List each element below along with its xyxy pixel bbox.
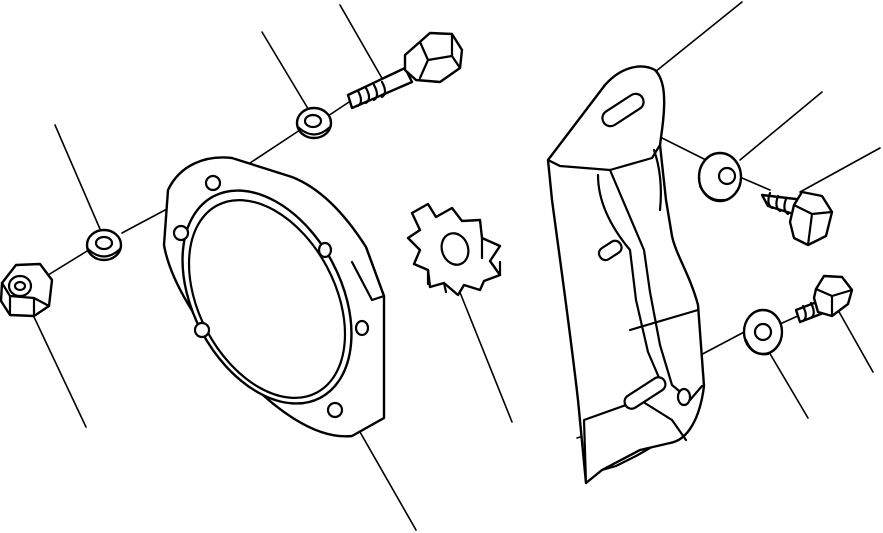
lock-washer-top	[295, 106, 333, 140]
leader-flat-washer-lower	[768, 351, 809, 419]
leader-flat-washer-upper	[739, 91, 823, 161]
lock-washer-left	[85, 228, 123, 262]
axis-plate-to-washer-top	[249, 129, 301, 164]
leader-star-coupling	[454, 279, 513, 423]
leader-gasket-plate	[359, 431, 417, 531]
axis-washer-to-bolt-right	[741, 177, 771, 191]
flat-washer-lower	[742, 308, 784, 356]
leader-mounting-bracket	[654, 1, 743, 73]
bolt-top	[346, 31, 464, 110]
leader-bolt-top	[339, 4, 384, 81]
axis-washer-to-bolt-lower	[779, 314, 801, 325]
star-coupling	[406, 202, 502, 297]
leader-bolt-right-lower	[837, 309, 874, 373]
gasket-plate	[162, 156, 386, 438]
bolt-right-upper	[760, 190, 834, 247]
bolt-right-lower	[794, 274, 854, 324]
axis-washer-to-bolt	[327, 99, 353, 117]
mounting-bracket	[546, 65, 706, 485]
flat-washer-upper	[697, 151, 743, 203]
leader-hex-nut	[25, 299, 87, 428]
leader-lock-washer-top	[261, 31, 311, 113]
leader-bolt-right-upper	[799, 147, 881, 193]
leader-lock-washer-left	[54, 124, 104, 237]
hex-nut	[0, 262, 54, 318]
